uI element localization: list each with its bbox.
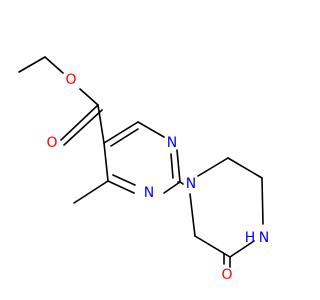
bond-ethyl-ch2 [44, 56, 64, 74]
atom-o-carbonyl: O [46, 135, 57, 151]
atom-h-piperazine-4: H [245, 230, 256, 246]
bond-ring-n3-c4 [107, 180, 135, 194]
bond-pip-c3-n4 [261, 177, 264, 225]
bond-ester-co-double-a [60, 104, 99, 141]
bond-ester-co-double-b [63, 109, 103, 146]
bond-ring-n1-c2-inner [170, 153, 174, 179]
bond-ester-ring [97, 104, 105, 144]
bond-ethyl-ch3 [18, 56, 46, 73]
molecule-diagram: O O N N N N H O [18, 56, 269, 283]
bond-methyl [73, 180, 109, 204]
bond-pip-n4-c5 [229, 240, 255, 258]
bond-ring-c2-n3 [163, 181, 181, 194]
atom-n-pyrimidine-top: N [167, 135, 177, 151]
bond-ethyl-o [79, 88, 99, 106]
atom-o-oxo: O [221, 267, 232, 283]
bond-pip-c2-c3 [227, 157, 263, 179]
bond-ring-n3-c4-inner [112, 174, 136, 186]
bond-ring-c5-c6 [103, 121, 139, 144]
atom-n-pyrimidine-bottom: N [144, 185, 154, 201]
bond-c2-piperazine-n-main [179, 181, 184, 185]
bond-pip-n1-c2 [197, 157, 229, 177]
atom-n-piperazine-1: N [186, 176, 196, 192]
atom-o-ether: O [65, 72, 76, 88]
atom-n-piperazine-4: N [259, 230, 269, 246]
structure-canvas: O O N N N N H O [18, 56, 270, 283]
bond-ring-c4-c5 [103, 142, 109, 182]
bond-pip-c6-n1 [189, 193, 196, 237]
bond-ring-n1-c2 [176, 149, 181, 183]
bond-ring-c5-c6-inner [110, 128, 139, 147]
bond-ring-c6-n1 [137, 121, 165, 138]
